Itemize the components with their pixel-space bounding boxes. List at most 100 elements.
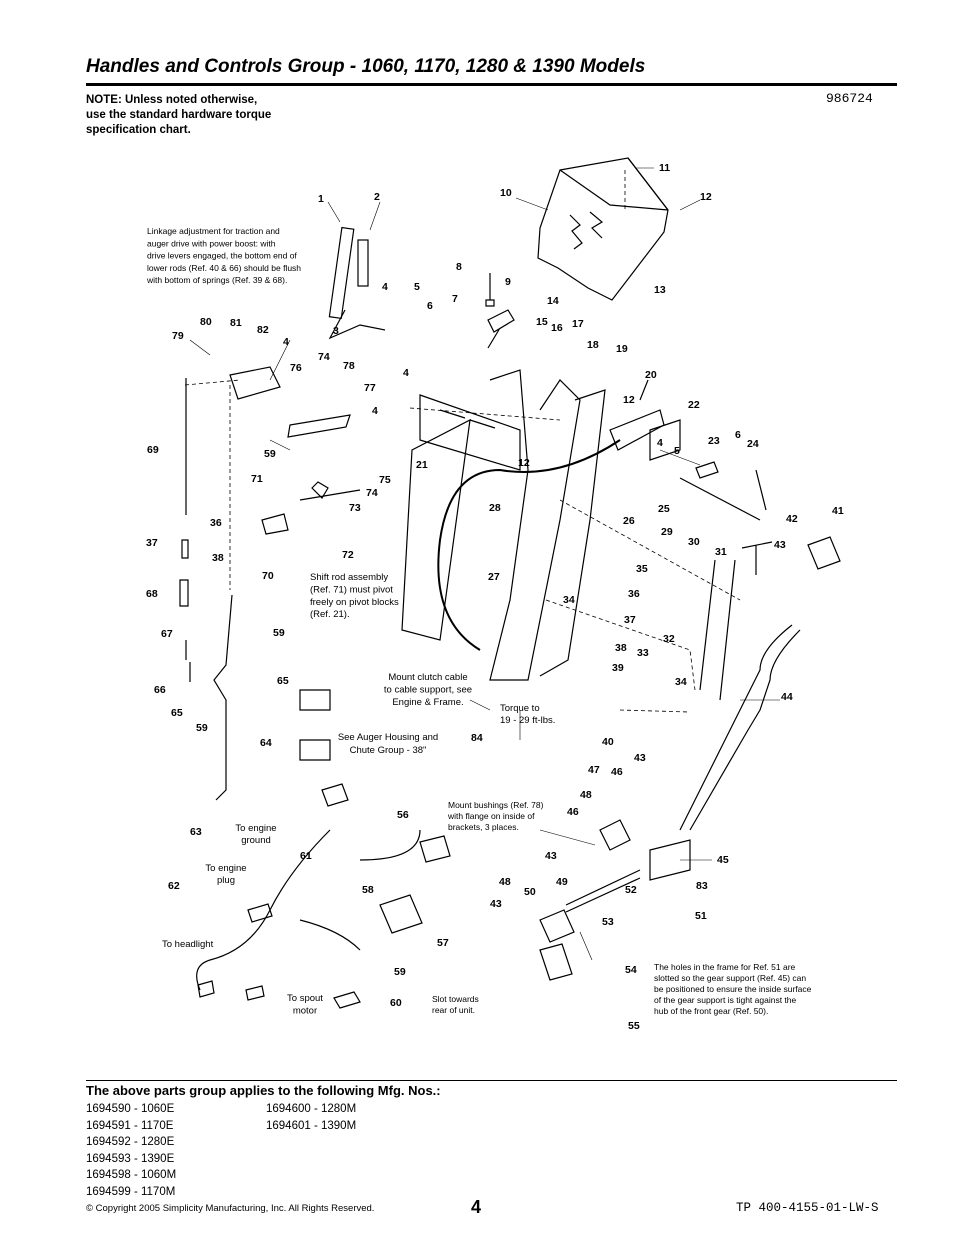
mount-clutch-note: Engine & Frame. [392, 697, 463, 708]
mfg-list-col2: 1694600 - 1280M 1694601 - 1390M [266, 1101, 356, 1134]
part-label-38: 38 [212, 552, 224, 564]
part-label-48: 48 [499, 876, 511, 888]
mount-clutch-note: to cable support, see [384, 685, 472, 696]
part-label-77: 77 [364, 382, 376, 394]
mfg-number: 1694599 - 1170M [86, 1185, 176, 1198]
part-label-48: 48 [580, 789, 592, 801]
part-label-73: 73 [349, 502, 361, 514]
part-label-55: 55 [628, 1020, 640, 1032]
part-label-25: 25 [658, 503, 670, 515]
part-label-35: 35 [636, 563, 648, 575]
part-label-13: 13 [654, 284, 666, 296]
part-label-11: 11 [659, 162, 670, 174]
mfg-list-col1: 1694590 - 1060E 1694591 - 1170E 1694592 … [86, 1101, 176, 1201]
part-label-4: 4 [372, 405, 378, 417]
part-label-20: 20 [645, 369, 657, 381]
part-label-58: 58 [362, 884, 374, 896]
slot-note: Slot towards [432, 994, 479, 1004]
part-label-66: 66 [154, 684, 166, 696]
shift-rod-note: (Ref. 21). [310, 609, 350, 620]
holes-note: The holes in the frame for Ref. 51 are [654, 962, 796, 972]
part-label-70: 70 [262, 570, 274, 582]
part-label-63: 63 [190, 826, 202, 838]
mfg-number: 1694590 - 1060E [86, 1103, 175, 1115]
part-label-42: 42 [786, 513, 798, 525]
linkage-note: with bottom of springs (Ref. 39 & 68). [146, 275, 287, 285]
part-label-75: 75 [379, 474, 391, 486]
part-label-31: 31 [715, 546, 727, 558]
note-line: use the standard hardware torque [86, 109, 272, 121]
spout-motor: motor [293, 1006, 317, 1017]
page-number: 4 [471, 1197, 482, 1217]
engine-ground: To engine [235, 823, 276, 834]
copyright: © Copyright 2005 Simplicity Manufacturin… [86, 1203, 375, 1214]
part-label-19: 19 [616, 343, 628, 355]
part-label-24: 24 [747, 438, 759, 450]
part-label-78: 78 [343, 360, 355, 372]
part-label-14: 14 [547, 295, 559, 307]
auger-housing-note: See Auger Housing and [338, 732, 438, 743]
slot-note: rear of unit. [432, 1005, 475, 1015]
part-label-83: 83 [696, 880, 708, 892]
part-label-3: 3 [333, 325, 339, 337]
note-line: specification chart. [86, 124, 191, 136]
part-label-82: 82 [257, 324, 269, 336]
mfg-number: 1694593 - 1390E [86, 1152, 175, 1165]
part-label-2: 2 [374, 191, 380, 203]
part-label-54: 54 [625, 964, 637, 976]
part-label-69: 69 [147, 444, 159, 456]
part-label-37: 37 [624, 614, 636, 626]
part-label-22: 22 [688, 399, 700, 411]
mount-clutch-note: Mount clutch cable [388, 672, 467, 683]
part-label-46: 46 [567, 806, 579, 818]
part-label-30: 30 [688, 536, 700, 548]
torque-note: NOTE: Unless noted otherwise, use the st… [86, 93, 316, 138]
part-label-26: 26 [623, 515, 635, 527]
part-label-38: 38 [615, 642, 627, 654]
headlight: To headlight [162, 939, 214, 950]
part-label-27: 27 [488, 571, 500, 583]
part-label-60: 60 [390, 997, 402, 1009]
holes-note: of the gear support is tight against the [654, 995, 797, 1005]
part-label-56: 56 [397, 809, 409, 821]
part-label-62: 62 [168, 880, 180, 892]
linkage-note: lower rods (Ref. 40 & 66) should be flus… [147, 263, 301, 273]
part-label-53: 53 [602, 916, 614, 928]
part-label-7: 7 [452, 293, 458, 305]
holes-note: hub of the front gear (Ref. 50). [654, 1006, 768, 1016]
title-rule [86, 83, 897, 86]
part-label-43: 43 [634, 752, 646, 764]
part-label-1: 1 [318, 193, 324, 205]
holes-note: slotted so the gear support (Ref. 45) ca… [654, 973, 806, 983]
part-label-50: 50 [524, 886, 536, 898]
document-number: TP 400-4155-01-LW-S [736, 1201, 879, 1215]
part-label-59: 59 [273, 627, 285, 639]
part-label-41: 41 [832, 505, 844, 517]
part-label-43: 43 [490, 898, 502, 910]
part-label-79: 79 [172, 330, 184, 342]
part-label-32: 32 [663, 633, 675, 645]
part-label-10: 10 [500, 187, 512, 199]
part-label-51: 51 [695, 910, 707, 922]
callout-lines [189, 167, 780, 961]
part-label-59: 59 [264, 448, 276, 460]
part-label-37: 37 [146, 537, 158, 549]
engine-plug: To engine [205, 863, 246, 874]
part-label-68: 68 [146, 588, 158, 600]
part-label-80: 80 [200, 316, 212, 328]
part-label-45: 45 [717, 854, 729, 866]
part-label-74: 74 [366, 487, 378, 499]
engine-ground: ground [241, 835, 271, 846]
part-label-65: 65 [171, 707, 183, 719]
part-label-21: 21 [416, 459, 428, 471]
part-label-43: 43 [774, 539, 786, 551]
engine-plug: plug [217, 875, 235, 886]
part-label-61: 61 [300, 850, 312, 862]
part-label-34: 34 [563, 594, 575, 606]
shift-rod-note: Shift rod assembly [310, 572, 388, 583]
part-label-59: 59 [196, 722, 208, 734]
shift-rod-note: freely on pivot blocks [310, 597, 399, 608]
auger-housing-note: Chute Group - 38" [350, 745, 427, 756]
part-label-81: 81 [230, 317, 242, 329]
